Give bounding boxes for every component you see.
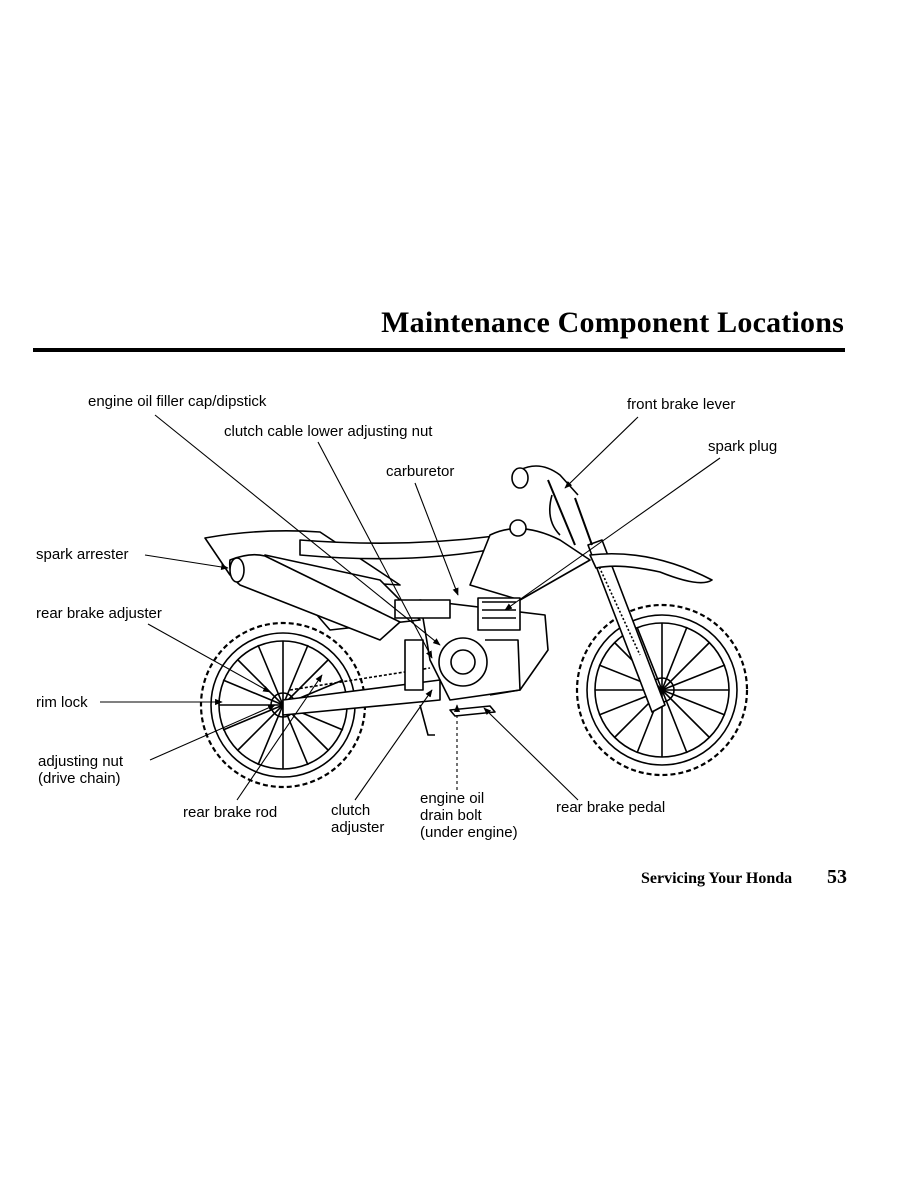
swingarm	[282, 679, 441, 716]
section-footer: Servicing Your Honda	[641, 870, 793, 887]
leader-oil-filler	[154, 414, 441, 646]
label-clutch-adjuster-sub: adjuster	[331, 819, 385, 836]
handlebar	[511, 465, 579, 546]
label-rear-brake-rod: rear brake rod	[183, 804, 278, 821]
label-rear-brake-pedal: rear brake pedal	[556, 799, 666, 816]
leader-clutch-adjuster	[354, 689, 433, 801]
page-number: 53	[827, 866, 847, 888]
leader-spark-plug	[504, 457, 721, 611]
leader-lines	[100, 414, 721, 801]
label-rim-lock: rim lock	[36, 694, 88, 711]
page-title: Maintenance Component Locations	[381, 306, 844, 339]
label-rear-brake-adjuster: rear brake adjuster	[36, 605, 162, 622]
leader-rear-brake-rod	[236, 674, 323, 801]
front-fender	[589, 552, 713, 584]
label-engine-oil-filler: engine oil filler cap/dipstick	[88, 393, 267, 410]
front-fork	[574, 497, 666, 713]
leader-carburetor	[414, 482, 459, 596]
leader-rear-brake-adjuster	[147, 623, 271, 693]
leader-adjusting-nut	[149, 704, 276, 761]
title-rule	[33, 348, 845, 352]
label-drain-bolt-note: (under engine)	[420, 824, 518, 841]
label-drain-bolt: engine oil	[420, 790, 485, 807]
label-clutch-adjuster: clutch	[331, 802, 371, 819]
label-adjusting-nut: adjusting nut	[38, 753, 124, 770]
fuel-tank	[469, 527, 591, 601]
label-adjusting-nut-sub: (drive chain)	[38, 770, 121, 787]
label-front-brake-lever: front brake lever	[627, 396, 736, 413]
label-spark-plug: spark plug	[708, 438, 778, 455]
leader-front-brake	[564, 416, 639, 489]
leader-rear-brake-pedal	[483, 707, 579, 801]
front-wheel	[575, 603, 749, 777]
label-drain-bolt-sub: drain bolt	[420, 807, 482, 824]
motorcycle-illustration	[199, 465, 749, 789]
label-clutch-cable-nut: clutch cable lower adjusting nut	[224, 423, 433, 440]
leader-clutch-cable	[317, 441, 433, 659]
label-spark-arrester: spark arrester	[36, 546, 129, 563]
label-carburetor: carburetor	[386, 463, 455, 480]
leader-spark-arrester	[144, 554, 229, 570]
